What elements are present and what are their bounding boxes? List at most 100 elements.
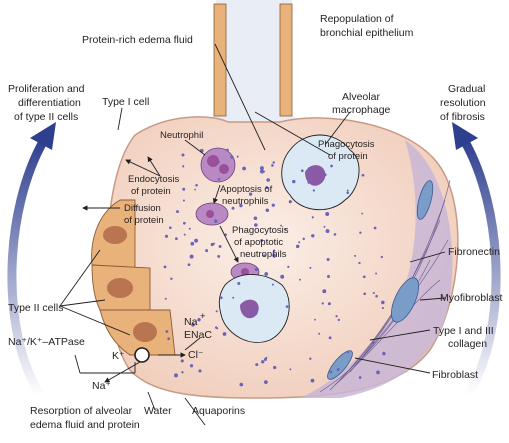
label-fibroblast: Fibroblast (432, 369, 478, 381)
protein-dot (230, 155, 234, 159)
fibroblast-cell (327, 350, 353, 380)
alveolar-macrophage-lower (218, 274, 290, 343)
protein-dot (254, 267, 259, 272)
label-proliferation-1: Proliferation and (8, 83, 85, 95)
protein-dot (292, 179, 296, 184)
protein-dot (373, 226, 377, 230)
protein-dot (231, 206, 235, 210)
protein-dot (218, 245, 222, 248)
label-resorption-2: edema fluid and protein (30, 419, 140, 431)
label-protein-rich-edema: Protein-rich edema fluid (82, 34, 193, 46)
protein-dot (375, 272, 378, 275)
interstitial-cell (416, 180, 434, 220)
label-type1-cell: Type I cell (102, 96, 149, 108)
protein-dot (226, 148, 229, 152)
protein-dot (285, 305, 289, 308)
protein-dot (330, 164, 333, 168)
label-resorption-1: Resorption of alveolar (30, 405, 133, 417)
protein-dot (335, 315, 338, 318)
protein-dot (323, 173, 327, 177)
protein-dot (239, 203, 243, 208)
label-myofibroblast: Myofibroblast (440, 292, 503, 304)
protein-dot (194, 238, 199, 243)
label-type2-cells: Type II cells (8, 302, 63, 314)
protein-dot (372, 291, 375, 295)
label-gradual-3: of fibrosis (440, 111, 485, 123)
protein-dot (284, 228, 287, 231)
label-repopulation-2: bronchial epithelium (320, 27, 414, 39)
protein-dot (217, 160, 220, 164)
label-k: K⁺ (112, 350, 125, 362)
protein-dot (191, 322, 195, 327)
protein-dot (236, 155, 239, 158)
label-gradual-1: Gradual (448, 83, 485, 95)
protein-dot (266, 178, 270, 182)
protein-dot (323, 225, 326, 228)
protein-dot (271, 164, 274, 167)
label-repopulation-1: Repopulation of (320, 13, 394, 25)
protein-dot (359, 231, 362, 234)
protein-dot (189, 254, 194, 259)
protein-dot (174, 373, 178, 378)
protein-dot (271, 283, 274, 286)
label-collagen-1: Type I and III (433, 325, 494, 337)
protein-dot (307, 181, 310, 184)
protein-dot (337, 318, 340, 322)
protein-dot (232, 296, 235, 299)
protein-dot (217, 178, 221, 181)
protein-dot (336, 368, 340, 371)
protein-dot (362, 275, 366, 279)
myofibroblast-cell (390, 277, 420, 323)
protein-dot (265, 356, 268, 359)
protein-particles (163, 148, 386, 387)
protein-dot (289, 368, 292, 371)
protein-dot (180, 359, 184, 363)
label-na-plus: + (200, 311, 206, 322)
protein-dot (182, 165, 185, 168)
protein-dot (302, 237, 305, 241)
protein-dot (346, 189, 349, 192)
label-gradual-2: resolution (440, 97, 486, 109)
protein-dot (314, 318, 316, 321)
protein-dot (298, 241, 301, 244)
protein-dot (217, 254, 221, 258)
protein-dot (163, 265, 167, 269)
label-alveolar-macrophage-2: macrophage (332, 104, 391, 116)
protein-dot (164, 234, 169, 238)
protein-dot (197, 318, 201, 322)
protein-dot (215, 310, 218, 313)
protein-dot (187, 263, 191, 267)
protein-dot (382, 351, 386, 356)
protein-dot (242, 166, 246, 171)
protein-dot (260, 169, 264, 174)
protein-dot (280, 224, 283, 227)
protein-dot (327, 302, 331, 306)
label-na: Na (184, 316, 198, 328)
protein-dot (321, 302, 324, 305)
label-na-out: Na⁺ (92, 380, 111, 392)
alveolar-macrophage-upper (281, 134, 360, 211)
protein-dot (333, 233, 337, 236)
interstitium (300, 140, 453, 398)
protein-dot (310, 378, 315, 383)
protein-dot (358, 376, 362, 379)
right-blue-arrowhead (452, 122, 478, 150)
protein-dot (380, 255, 383, 259)
protein-dot (205, 249, 209, 253)
protein-dot (167, 337, 171, 341)
left-blue-arrowhead (30, 122, 56, 150)
protein-dot (183, 233, 186, 236)
protein-dot (327, 275, 330, 278)
na-k-atpase-pump (134, 347, 150, 363)
protein-dot (311, 216, 314, 219)
protein-dot (271, 203, 275, 207)
protein-dot (219, 296, 223, 300)
protein-dot (182, 199, 185, 202)
label-phagocytosis-protein-2: of protein (328, 151, 368, 162)
label-phagocytosis-protein-1: Phagocytosis (318, 139, 375, 150)
leader-lines (59, 43, 446, 426)
protein-dot (273, 365, 277, 370)
protein-dot (354, 254, 357, 257)
label-collagen-2: collagen (448, 338, 487, 350)
